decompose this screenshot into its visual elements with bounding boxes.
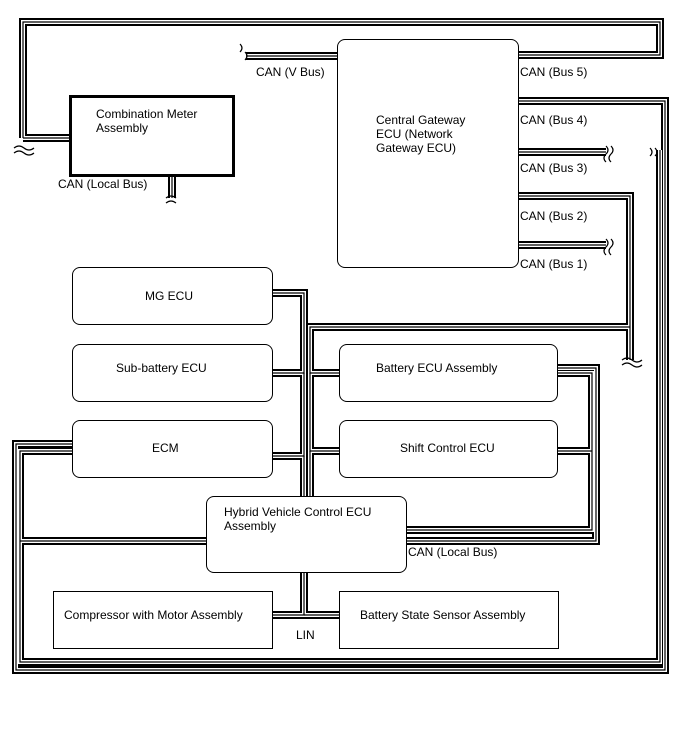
battery-state-sensor-box: Battery State Sensor Assembly [339, 591, 559, 649]
can-bus2-label: CAN (Bus 2) [519, 209, 589, 223]
battery-state-sensor-label: Battery State Sensor Assembly [360, 608, 526, 622]
combination-meter-label: Combination Meter Assembly [96, 107, 198, 135]
compressor-label: Compressor with Motor Assembly [64, 608, 243, 622]
battery-ecu-box: Battery ECU Assembly [339, 344, 558, 402]
can-bus1-label: CAN (Bus 1) [519, 257, 589, 271]
sub-battery-ecu-box: Sub-battery ECU [72, 344, 273, 402]
hybrid-ecu-label: Hybrid Vehicle Control ECU Assembly [224, 505, 372, 533]
can-local-bus-hv-label: CAN (Local Bus) [407, 545, 499, 559]
lin-label: LIN [295, 628, 316, 642]
compressor-box: Compressor with Motor Assembly [53, 591, 273, 649]
can-local-bus-meter-label: CAN (Local Bus) [57, 177, 149, 191]
can-bus3-label: CAN (Bus 3) [519, 161, 589, 175]
can-v-bus-label: CAN (V Bus) [255, 65, 326, 79]
central-gateway-label: Central Gateway ECU (Network Gateway ECU… [376, 113, 466, 155]
wire-break-marks [13, 43, 658, 368]
central-gateway-box: Central Gateway ECU (Network Gateway ECU… [337, 39, 519, 268]
ecm-label: ECM [152, 441, 179, 455]
mg-ecu-label: MG ECU [145, 289, 193, 303]
can-bus5-label: CAN (Bus 5) [519, 65, 589, 79]
shift-control-ecu-label: Shift Control ECU [400, 441, 495, 455]
mg-ecu-box: MG ECU [72, 267, 273, 325]
combination-meter-box: Combination Meter Assembly [69, 95, 235, 177]
can-bus4-label: CAN (Bus 4) [519, 113, 589, 127]
hybrid-ecu-box: Hybrid Vehicle Control ECU Assembly [206, 496, 407, 573]
shift-control-ecu-box: Shift Control ECU [339, 420, 558, 478]
battery-ecu-label: Battery ECU Assembly [376, 361, 498, 375]
sub-battery-ecu-label: Sub-battery ECU [116, 361, 207, 375]
ecm-box: ECM [72, 420, 273, 478]
